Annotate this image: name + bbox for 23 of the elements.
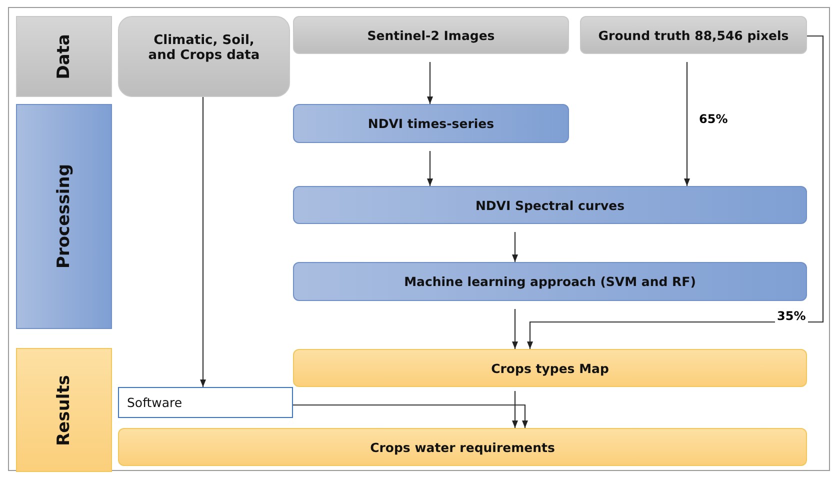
process-box: Machine learning approach (SVM and RF) <box>293 262 807 301</box>
process-box: NDVI times-series <box>293 104 569 143</box>
arrow <box>426 62 434 104</box>
arrow <box>512 232 518 262</box>
data-box: Sentinel-2 Images <box>293 16 569 54</box>
process-box: NDVI Spectral curves <box>293 186 807 224</box>
result-box: Crops types Map <box>293 349 807 387</box>
arrow <box>512 391 518 428</box>
arrow <box>293 404 528 428</box>
arrow <box>526 35 824 349</box>
result-box: Crops water requirements <box>118 428 807 466</box>
section-band: Results <box>16 348 112 472</box>
edge-label: 35% <box>775 309 808 323</box>
edge-label: 65% <box>697 112 730 126</box>
arrow <box>426 151 434 186</box>
tool-box: Software <box>118 387 293 418</box>
arrow <box>684 62 690 186</box>
arrow <box>200 97 206 387</box>
section-band: Data <box>16 16 112 97</box>
data-box: Ground truth 88,546 pixels <box>580 16 807 54</box>
arrow <box>512 309 518 349</box>
section-band: Processing <box>16 104 112 329</box>
data-box: Climatic, Soil, and Crops data <box>118 16 290 97</box>
